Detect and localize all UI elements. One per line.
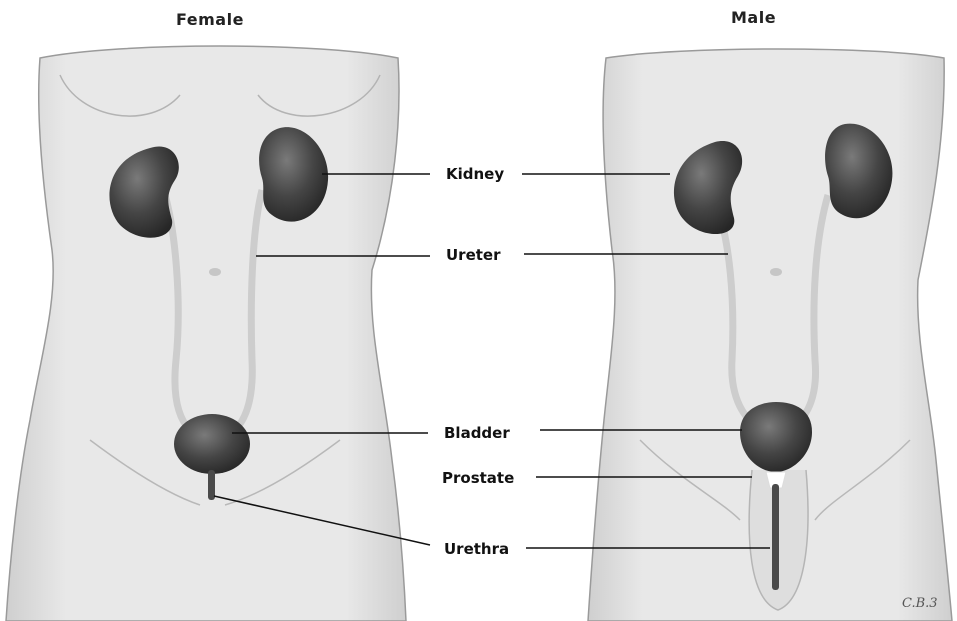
female-bladder <box>174 414 250 474</box>
male-figure <box>588 49 952 621</box>
label-bladder: Bladder <box>444 424 510 442</box>
female-body-silhouette <box>6 46 406 621</box>
label-prostate: Prostate <box>442 469 514 487</box>
label-urethra: Urethra <box>444 540 509 558</box>
male-title: Male <box>731 8 776 27</box>
artist-signature: C.B.3 <box>902 596 938 611</box>
female-navel <box>209 268 221 276</box>
label-kidney: Kidney <box>446 165 504 183</box>
label-ureter: Ureter <box>446 246 501 264</box>
male-urethra <box>772 484 779 590</box>
female-figure <box>6 46 406 621</box>
male-navel <box>770 268 782 276</box>
female-urethra <box>208 470 215 500</box>
female-title: Female <box>176 10 244 29</box>
